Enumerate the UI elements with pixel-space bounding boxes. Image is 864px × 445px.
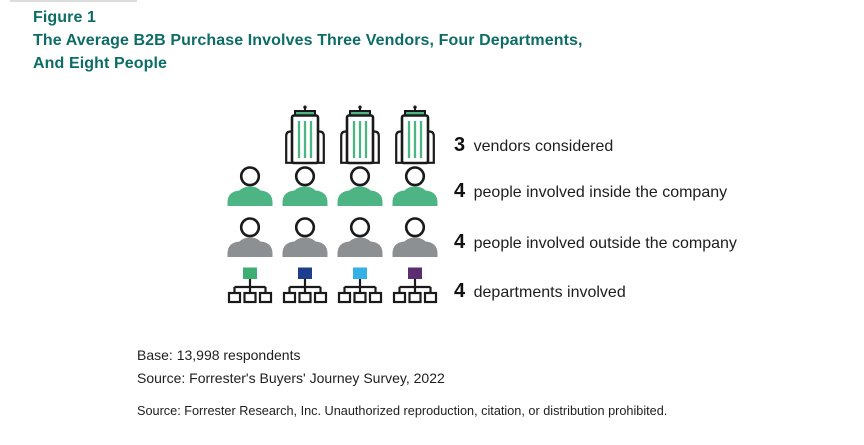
departments-label: 4 departments involved bbox=[454, 280, 626, 303]
row-people-outside: 4 people involved outside the company bbox=[222, 217, 737, 257]
vendors-value: 3 bbox=[454, 133, 466, 156]
people-inside-text: people involved inside the company bbox=[473, 183, 728, 201]
figure-header: Figure 1 The Average B2B Purchase Involv… bbox=[33, 6, 583, 75]
vendors-text: vendors considered bbox=[473, 137, 614, 155]
figure-label: Figure 1 bbox=[33, 9, 97, 26]
org-chart-icon bbox=[222, 267, 277, 305]
people-outside-label: 4 people involved outside the company bbox=[454, 231, 737, 254]
people-outside-icons bbox=[222, 217, 442, 257]
base-note: Base: 13,998 respondents bbox=[137, 347, 301, 363]
org-chart-icon bbox=[387, 267, 442, 305]
people-outside-value: 4 bbox=[454, 230, 466, 253]
people-inside-value: 4 bbox=[454, 179, 466, 202]
row-people-inside: 4 people involved inside the company bbox=[222, 166, 727, 206]
person-icon bbox=[332, 217, 387, 257]
people-inside-icons bbox=[222, 166, 442, 206]
figure-title-line1: The Average B2B Purchase Involves Three … bbox=[33, 32, 583, 49]
org-chart-icon bbox=[332, 267, 387, 305]
people-inside-label: 4 people involved inside the company bbox=[454, 180, 727, 203]
top-partial-rule bbox=[10, 0, 137, 2]
row-vendors: 3 vendors considered bbox=[222, 105, 613, 165]
person-icon bbox=[222, 166, 277, 206]
building-icon bbox=[332, 105, 387, 165]
building-icon bbox=[387, 105, 442, 165]
people-outside-text: people involved outside the company bbox=[473, 234, 737, 252]
department-icons bbox=[222, 267, 442, 305]
footnotes: Base: 13,998 respondents Source: Forrest… bbox=[137, 344, 445, 389]
vendor-icons bbox=[222, 105, 442, 165]
person-icon bbox=[277, 217, 332, 257]
survey-source-note: Source: Forrester's Buyers' Journey Surv… bbox=[137, 369, 445, 386]
person-icon bbox=[387, 166, 442, 206]
departments-text: departments involved bbox=[473, 283, 626, 301]
person-icon bbox=[222, 217, 277, 257]
figure-title-line2: And Eight People bbox=[33, 55, 168, 72]
row-departments: 4 departments involved bbox=[222, 267, 626, 305]
copyright-disclaimer: Source: Forrester Research, Inc. Unautho… bbox=[137, 404, 668, 418]
departments-value: 4 bbox=[454, 279, 466, 302]
org-chart-icon bbox=[277, 267, 332, 305]
person-icon bbox=[277, 166, 332, 206]
building-icon bbox=[277, 105, 332, 165]
person-icon bbox=[332, 166, 387, 206]
vendors-label: 3 vendors considered bbox=[454, 134, 613, 157]
person-icon bbox=[387, 217, 442, 257]
